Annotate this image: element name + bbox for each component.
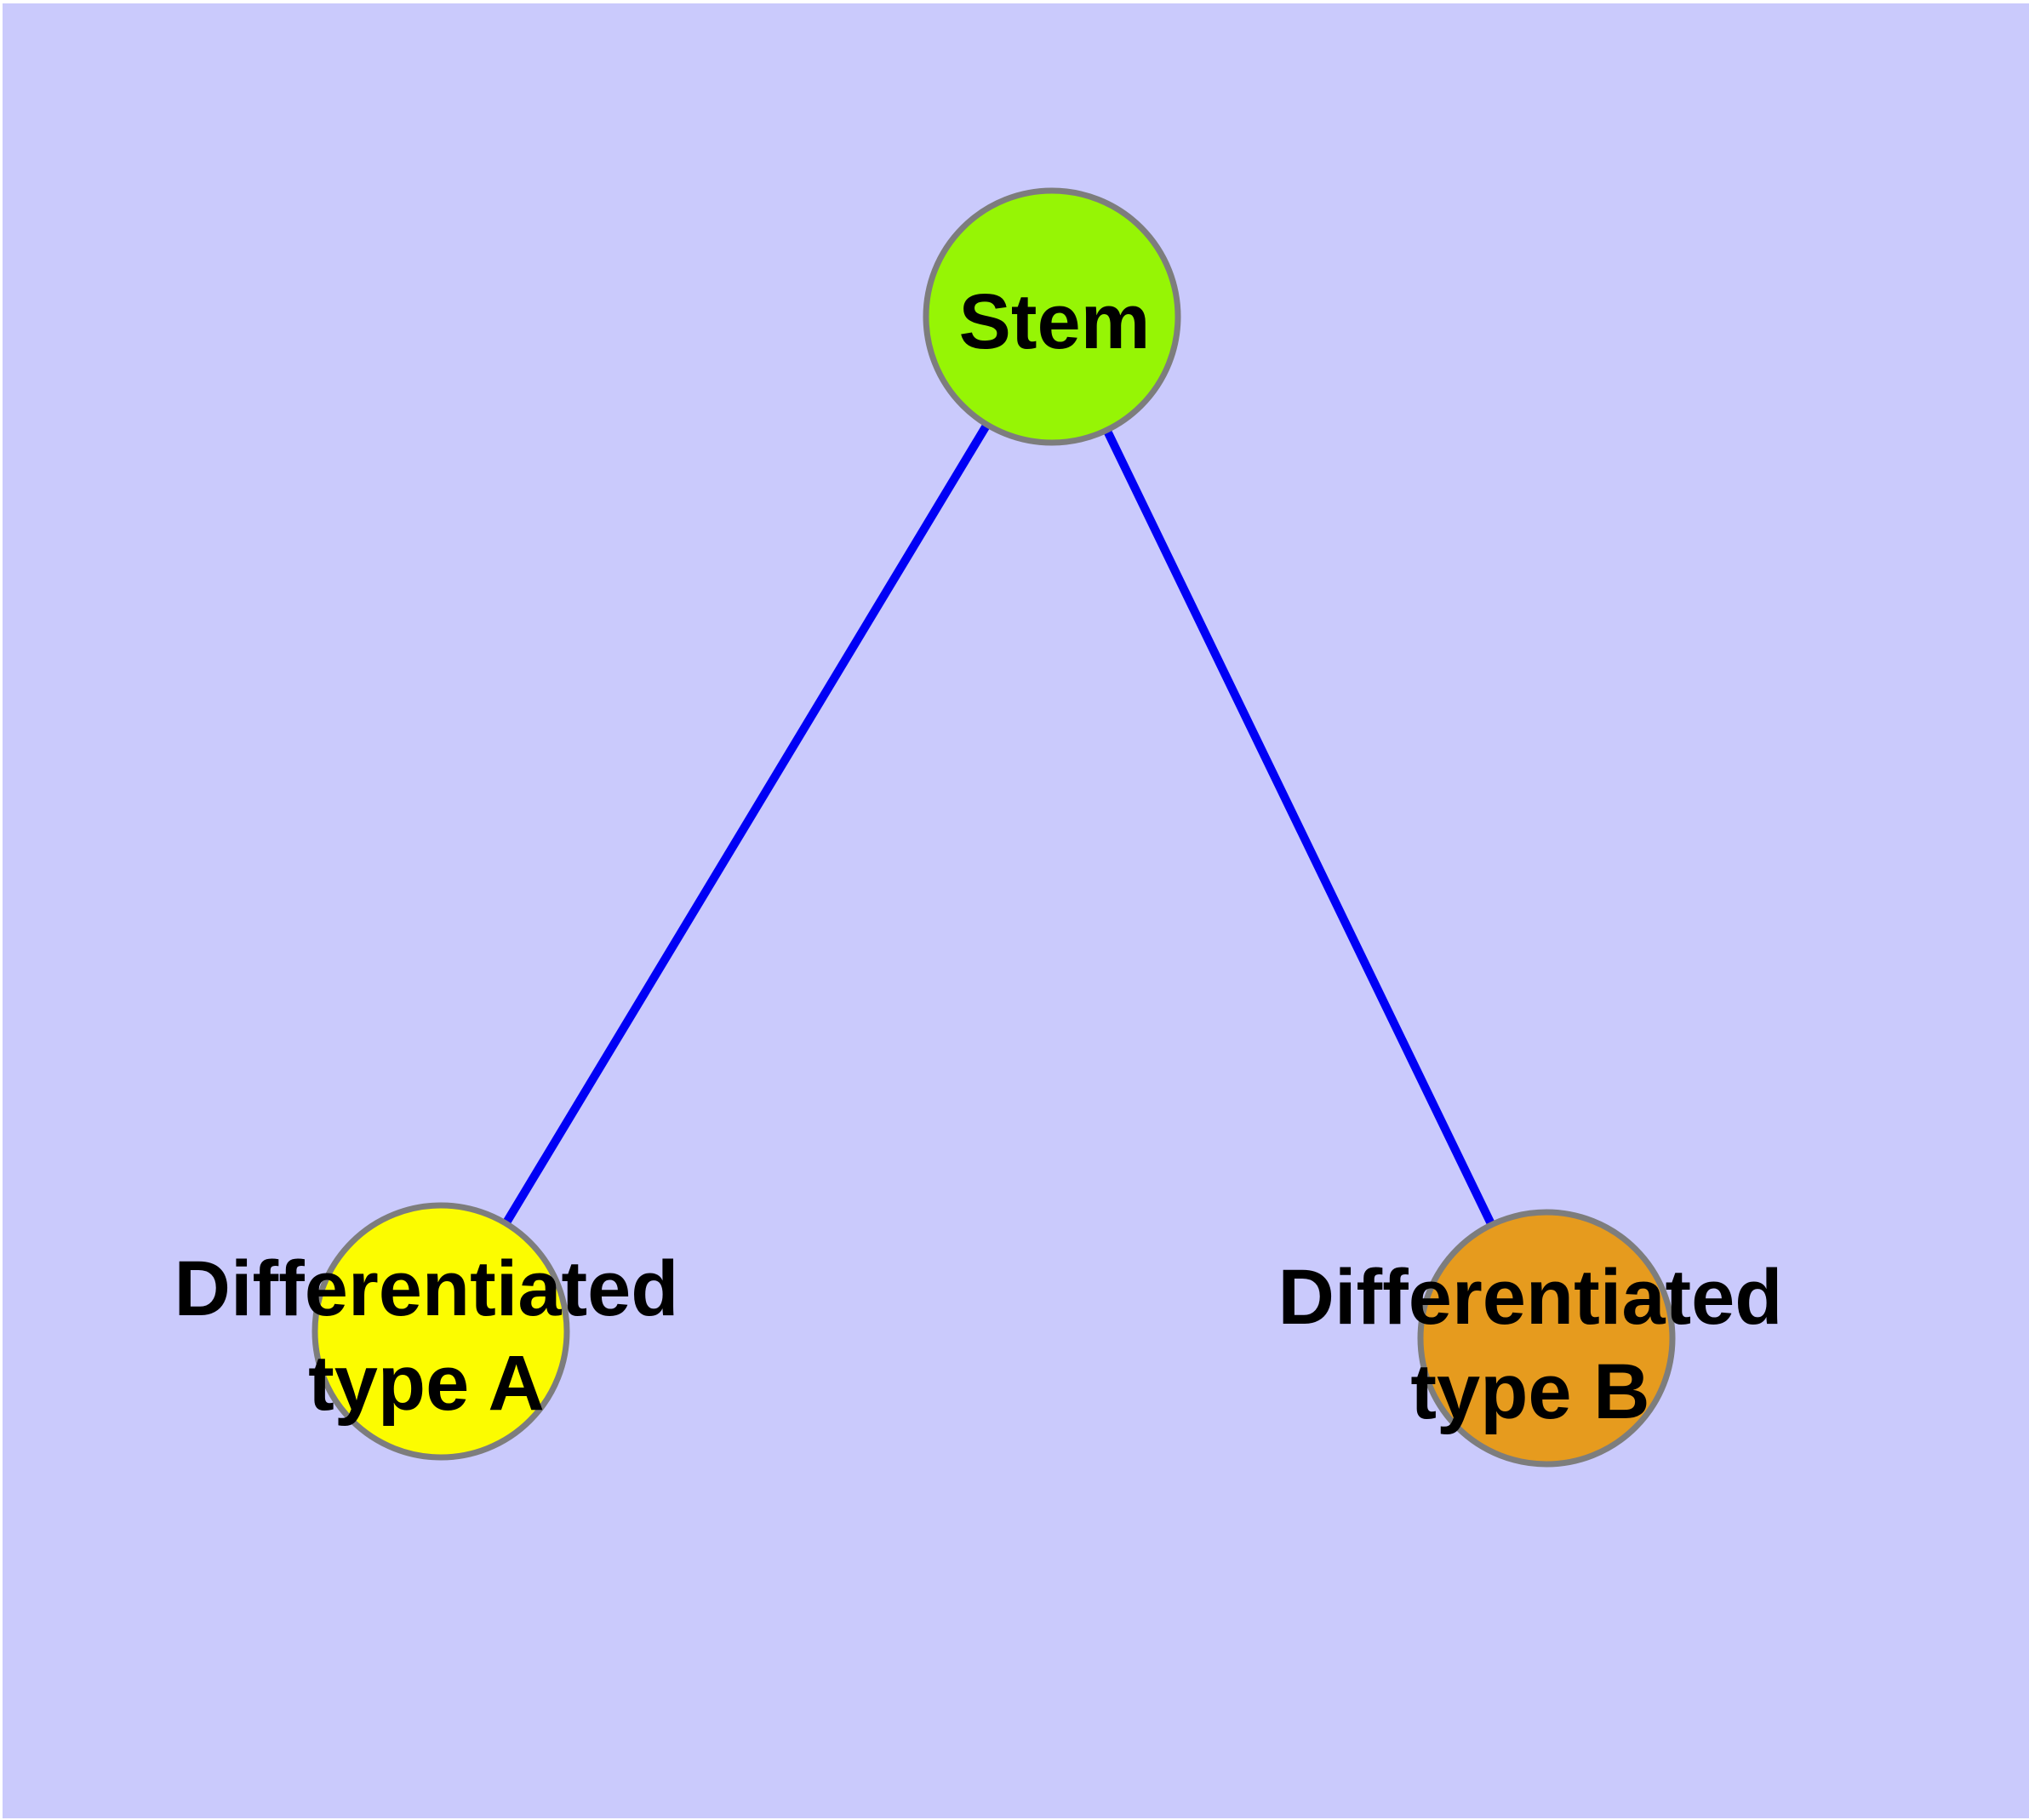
node-differentiated-type-b-label-line2: type B bbox=[1410, 1348, 1649, 1435]
node-differentiated-type-b-label-line1: Differentiated bbox=[1278, 1254, 1783, 1341]
edge-stem-to-type-a bbox=[437, 314, 1056, 1334]
edge-group bbox=[437, 314, 1551, 1341]
node-stem-circle[interactable] bbox=[923, 187, 1181, 446]
node-differentiated-type-a[interactable]: Differentiated type A bbox=[174, 1202, 679, 1461]
edge-stem-to-type-b bbox=[1048, 314, 1551, 1341]
node-differentiated-type-a-label-line1: Differentiated bbox=[174, 1245, 679, 1332]
node-differentiated-type-a-label-line2: type A bbox=[308, 1340, 545, 1427]
node-stem[interactable]: Stem bbox=[923, 187, 1181, 446]
node-stem-label: Stem bbox=[959, 278, 1151, 365]
node-differentiated-type-b-circle[interactable] bbox=[1417, 1209, 1676, 1468]
node-differentiated-type-b[interactable]: Differentiated type B bbox=[1278, 1209, 1783, 1468]
node-differentiated-type-a-circle[interactable] bbox=[311, 1202, 570, 1461]
